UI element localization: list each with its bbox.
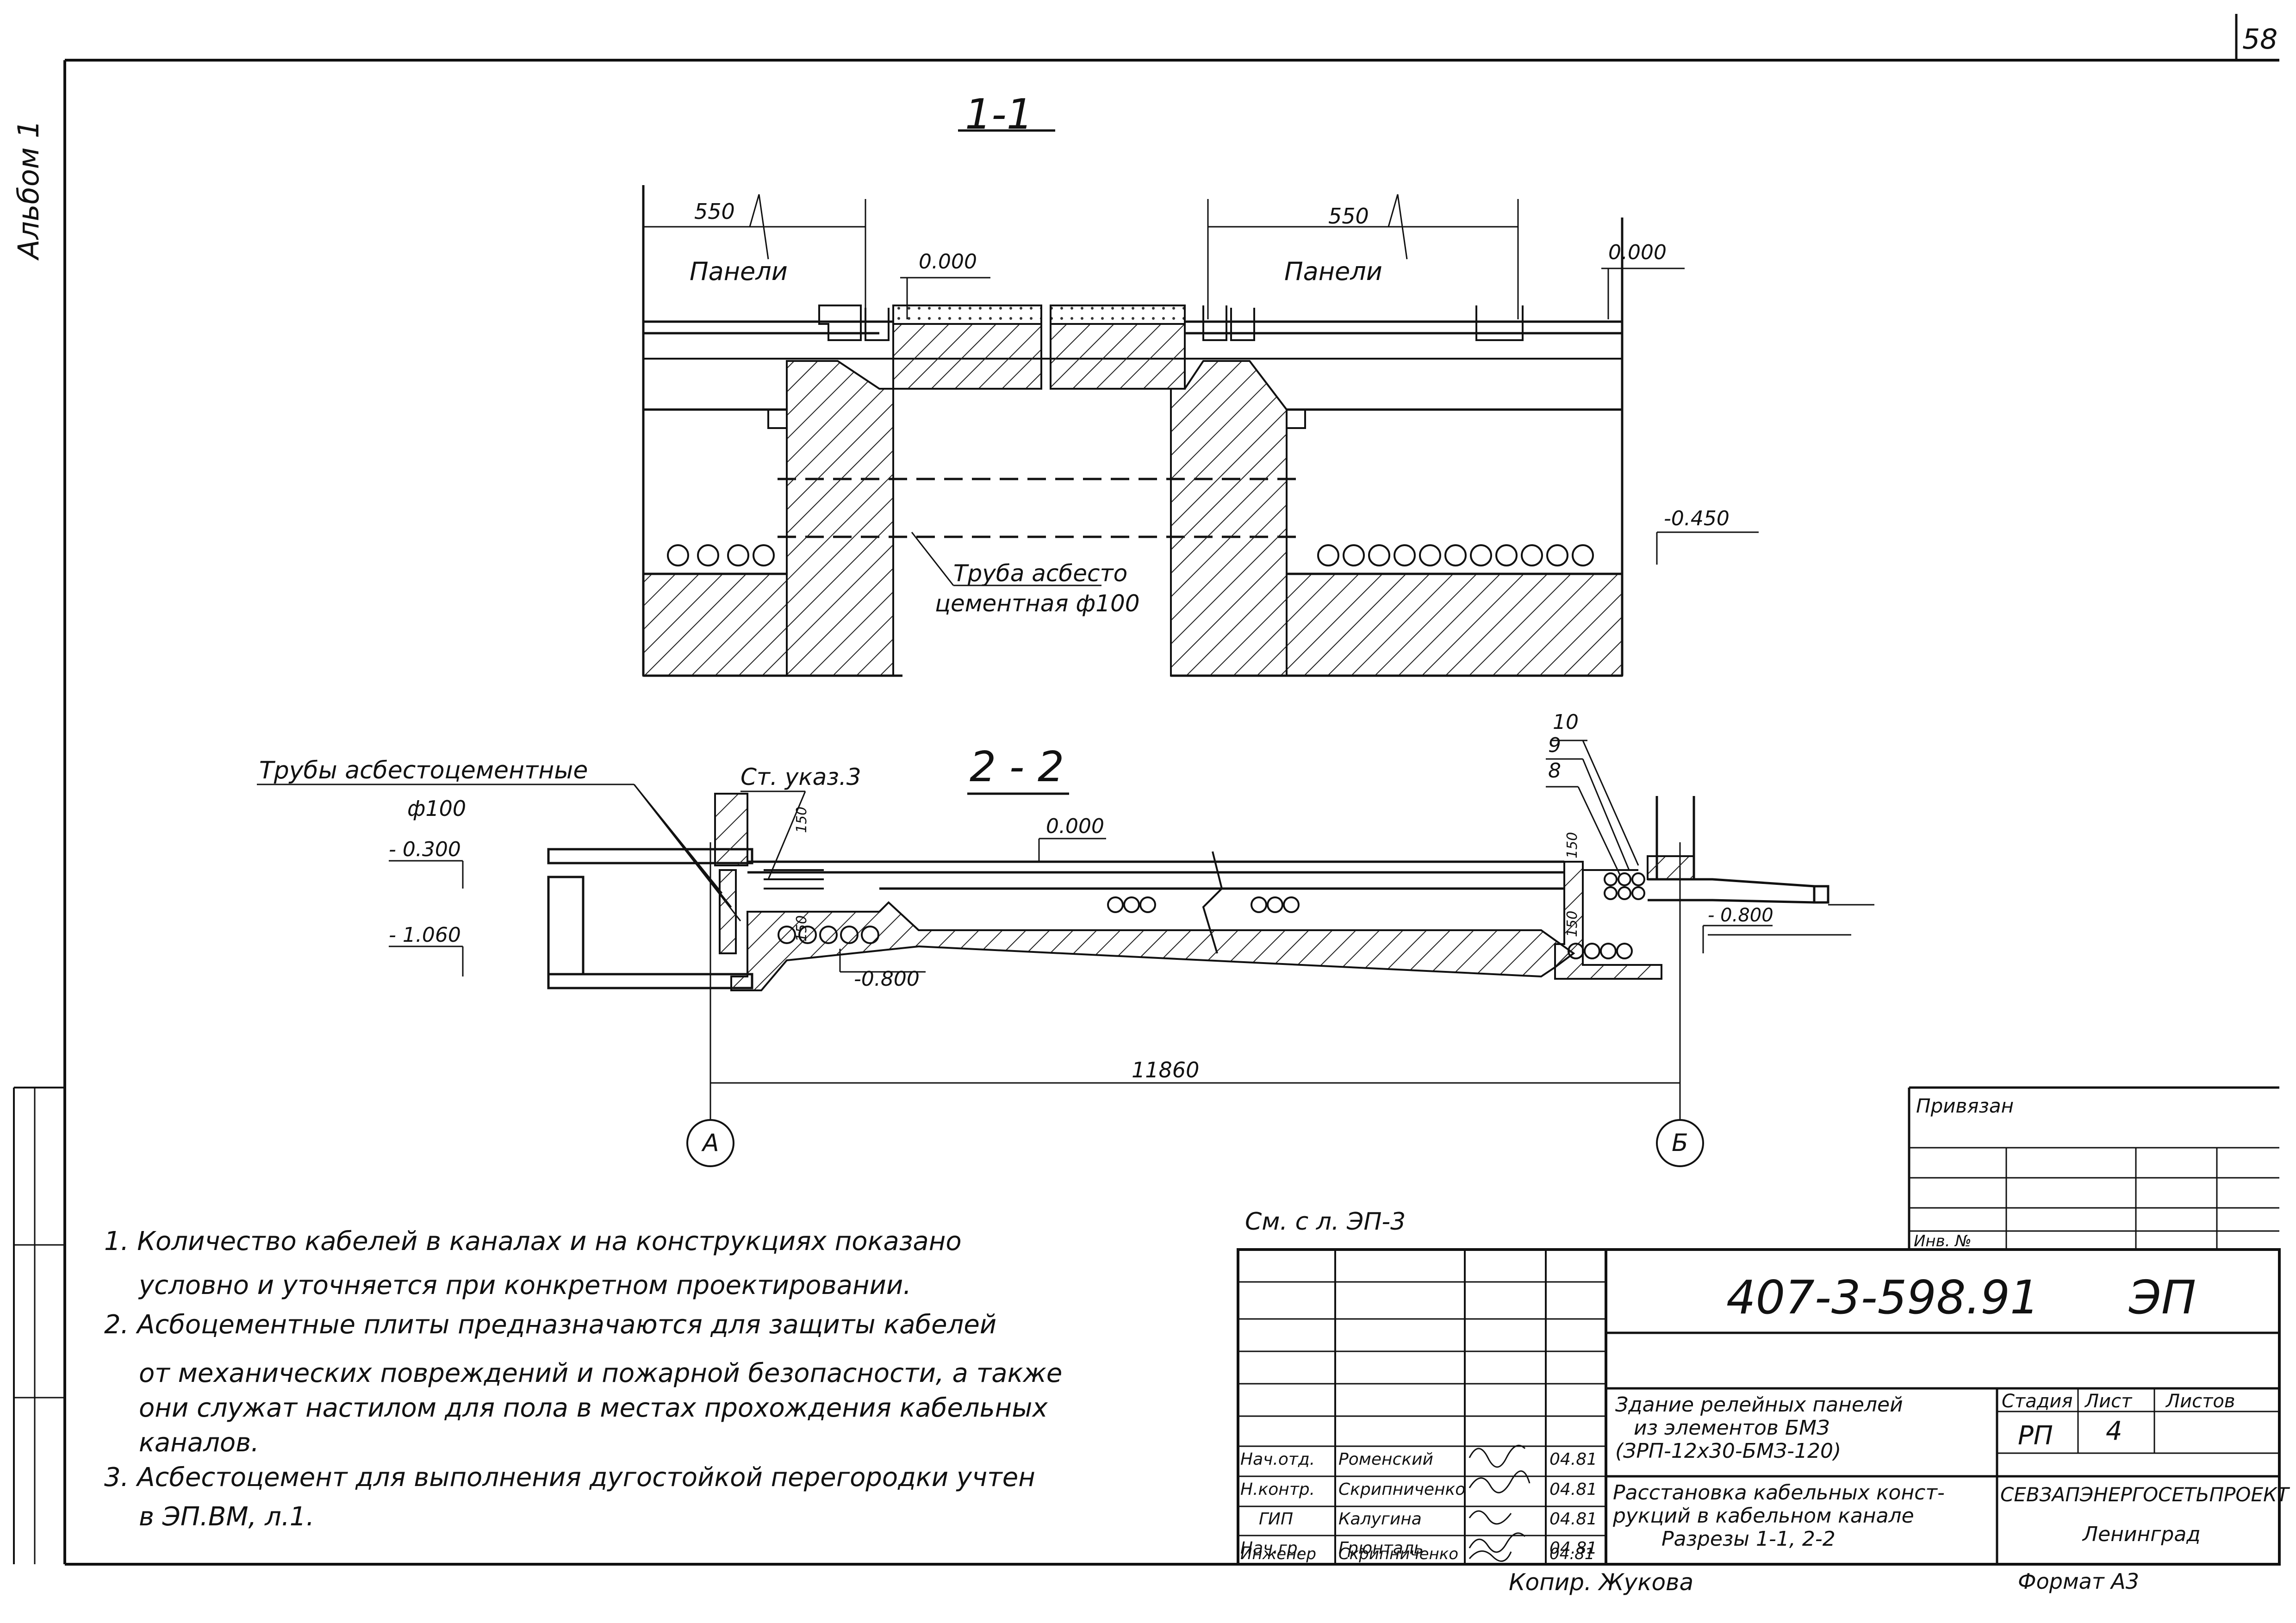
engineer-row: Инженер (1240, 1545, 1316, 1563)
dim-550-right: 550 (1328, 204, 1369, 229)
level-minus-0800-right: - 0.800 (1708, 905, 1773, 926)
role-engineer-text: Инженер (1240, 1545, 1316, 1563)
note-line-2: условно и уточняется при конкретном прое… (139, 1270, 912, 1300)
date-engineer: 04.81 (1549, 1545, 1595, 1563)
sheet-frame (13, 14, 2279, 1566)
sheet-title-line-2: рукций в кабельном канале (1613, 1504, 1914, 1528)
level-minus-0300: - 0.300 (389, 838, 461, 861)
role-head-of-dept: Нач.отд. (1240, 1450, 1315, 1469)
level-minus-1060: - 1.060 (389, 923, 461, 947)
level-minus-0450: -0.450 (1664, 507, 1730, 530)
privyazan-label: Привязан (1916, 1094, 2014, 1117)
panels-label-left: Панели (690, 257, 788, 286)
section-2-2-hatching (714, 793, 1695, 991)
stage-header: Стадия (2002, 1391, 2073, 1412)
building-line-3: (ЗРП-12х30-БМЗ-120) (1615, 1439, 1842, 1463)
dim-150-c: 150 (1564, 832, 1580, 858)
note-line-8: в ЭП.ВМ, л.1. (139, 1502, 315, 1532)
copied-by: Копир. Жукова (1509, 1569, 1694, 1596)
section-1-1-title: 1-1 (965, 90, 1033, 139)
note-line-1: 1. Количество кабелей в каналах и на кон… (104, 1226, 962, 1256)
position-10: 10 (1553, 710, 1579, 734)
name-engineer: Скрипниченко (1338, 1545, 1459, 1563)
note-line-3: 2. Асбоцементные плиты предназначаются д… (104, 1310, 997, 1340)
note-line-7: 3. Асбестоцемент для выполнения дугостой… (104, 1462, 1035, 1492)
sheet-number: 58 (2242, 23, 2278, 56)
sheets-header: Листов (2166, 1391, 2235, 1412)
stage-value: РП (2018, 1421, 2053, 1451)
level-0000-right: 0.000 (1608, 241, 1667, 264)
axis-b-label: Б (1672, 1129, 1688, 1157)
section-1-1-hatching (642, 305, 1623, 677)
role-norm-control: Н.контр. (1240, 1480, 1315, 1499)
building-line-2: из элементов БМЗ (1634, 1416, 1830, 1440)
note-line-5: они служат настилом для пола в местах пр… (139, 1393, 1048, 1423)
title-block-lines (1237, 1086, 2281, 1566)
date-head-of-dept: 04.81 (1549, 1450, 1598, 1469)
building-line-1: Здание релейных панелей (1615, 1393, 1903, 1417)
position-9: 9 (1548, 734, 1561, 757)
section-2-2-drawing (257, 740, 1874, 1120)
level-0000-2-2: 0.000 (1046, 815, 1104, 838)
sheet-value: 4 (2106, 1416, 2122, 1446)
section-1-1-cables (667, 544, 1594, 566)
sheet-header: Лист (2085, 1391, 2132, 1412)
sheet-format: Формат А3 (2018, 1569, 2139, 1594)
dim-550-left: 550 (694, 199, 735, 224)
dim-150-b: 150 (794, 915, 810, 942)
name-norm-control: Скрипниченко (1338, 1480, 1466, 1499)
panels-label-right: Панели (1284, 257, 1382, 286)
organization-name: СЕВЗАПЭНЕРГОСЕТЬПРОЕКТ (2000, 1483, 2289, 1506)
inventory-number-label: Инв. № (1914, 1232, 1972, 1250)
section-1-1-panel-profiles (767, 305, 1524, 429)
dim-150-d: 150 (1564, 910, 1580, 937)
city-name: Ленинград (2083, 1523, 2201, 1546)
axis-markers (686, 1119, 1704, 1167)
position-8: 8 (1548, 759, 1561, 783)
role-gip: ГИП (1259, 1510, 1294, 1529)
section-2-2-cables (764, 869, 1645, 959)
pipes-diameter: ф100 (407, 796, 467, 821)
pipes-label: Трубы асбестоцементные (259, 757, 588, 784)
pipe-label-line-1: Труба асбесто (953, 560, 1128, 587)
name-group-head: Грюнталь (1338, 1539, 1424, 1558)
note-line-4: от механических повреждений и пожарной б… (139, 1358, 1063, 1388)
document-number: 407-3-598.91 (1726, 1270, 2040, 1325)
level-minus-0800-left: -0.800 (854, 967, 920, 991)
date-norm-control: 04.81 (1549, 1480, 1598, 1499)
section-2-2-title: 2 - 2 (970, 743, 1064, 791)
see-sheet-reference: См. с л. ЭП-3 (1245, 1208, 1406, 1236)
sheet-title-line-3: Разрезы 1-1, 2-2 (1661, 1527, 1836, 1551)
date-group-head: 04.81 (1549, 1539, 1598, 1558)
span-dimension: 11860 (1132, 1057, 1200, 1082)
role-group-head: Нач.гр. (1240, 1539, 1303, 1558)
pipe-label-line-2: цементная ф100 (935, 590, 1140, 617)
level-0000-left: 0.000 (919, 250, 977, 274)
note-line-6: каналов. (139, 1428, 259, 1458)
album-label: Альбом 1 (12, 120, 45, 259)
name-head-of-dept: Роменский (1338, 1450, 1433, 1469)
date-gip: 04.81 (1549, 1510, 1598, 1529)
dim-150-a: 150 (794, 806, 810, 833)
sheet-title-line-1: Расстановка кабельных конст- (1613, 1481, 1945, 1505)
document-mark: ЭП (2129, 1270, 2196, 1325)
see-note-3: Ст. указ.3 (740, 764, 861, 790)
name-gip: Калугина (1338, 1510, 1422, 1529)
axis-a-label: А (703, 1129, 719, 1157)
